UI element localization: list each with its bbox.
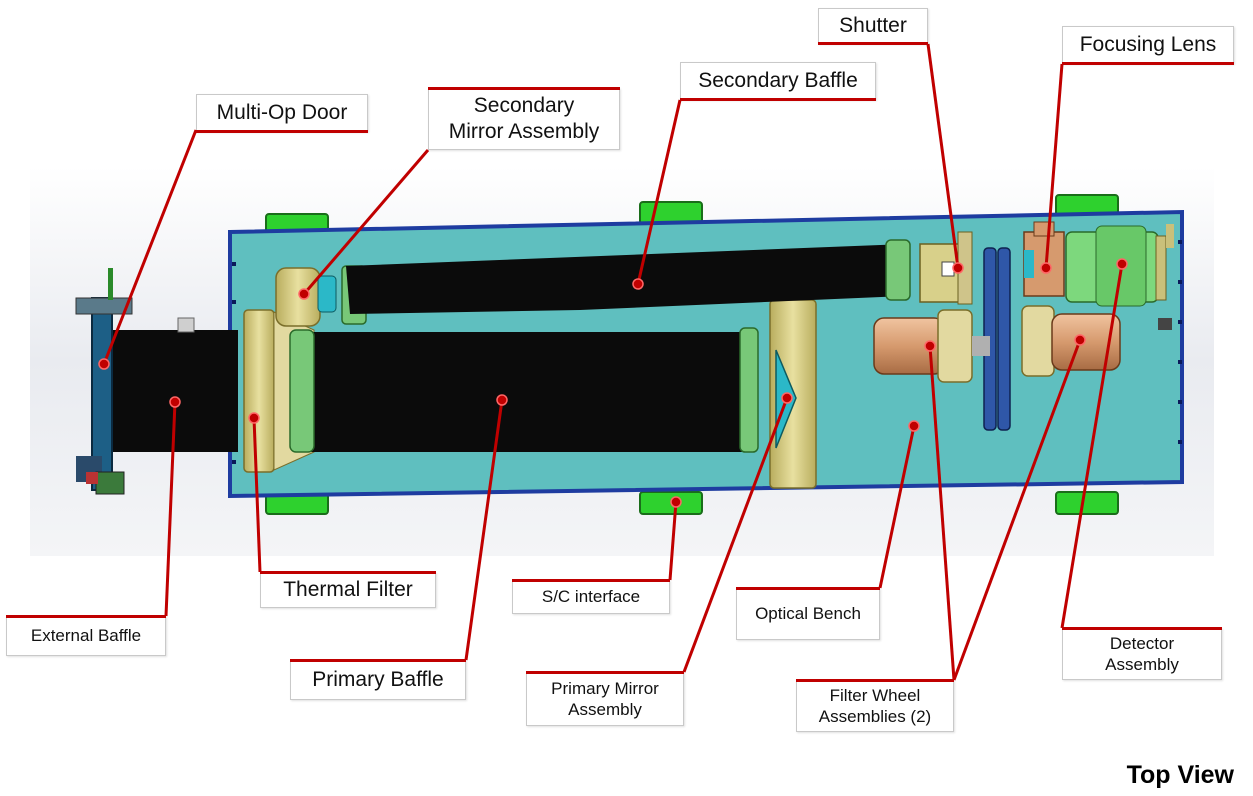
leader-line-secondary-baffle [636, 99, 682, 285]
detector-assembly [1065, 224, 1174, 330]
leader-dot-secondary-baffle [632, 278, 644, 290]
mounting-pad [1055, 491, 1119, 515]
multi-op-door [75, 268, 133, 495]
filter-wheels [983, 247, 1011, 431]
callout-external-baffle: External Baffle [6, 615, 166, 656]
leader-dot-external-baffle [169, 396, 181, 408]
callout-secondary-baffle: Secondary Baffle [680, 62, 876, 101]
view-title: Top View [1126, 761, 1234, 789]
primary-mirror-assembly [769, 299, 817, 489]
leader-line-detector-assembly [1060, 263, 1124, 629]
thermal-filter [243, 309, 275, 473]
callout-focusing-lens: Focusing Lens [1062, 26, 1234, 65]
leader-line-shutter [926, 43, 960, 269]
leader-line-filter-wheel-assemblies [952, 339, 1082, 681]
leader-line-filter-wheel-assemblies [928, 345, 956, 681]
leader-line-sc-interface [668, 501, 678, 581]
callout-sc-interface: S/C interface [512, 579, 670, 614]
callout-primary-mirror-assembly: Primary Mirror Assembly [526, 671, 684, 726]
leader-dot-filter-wheel-assemblies [1074, 334, 1086, 346]
shutter [919, 231, 973, 305]
leader-dot-multi-op-door [98, 358, 110, 370]
leader-dot-filter-wheel-assemblies [924, 340, 936, 352]
primary-baffle [306, 332, 752, 452]
leader-dot-optical-bench [908, 420, 920, 432]
leader-line-primary-mirror-assembly [682, 397, 789, 673]
leader-line-external-baffle [164, 401, 177, 617]
callout-detector-assembly: Detector Assembly [1062, 627, 1222, 680]
leader-line-primary-baffle [464, 399, 504, 661]
callout-secondary-mirror-assembly: Secondary Mirror Assembly [428, 87, 620, 150]
callout-optical-bench: Optical Bench [736, 587, 880, 640]
focusing-lens [1023, 221, 1065, 297]
leader-dot-secondary-mirror-assembly [298, 288, 310, 300]
leader-line-thermal-filter [252, 417, 262, 573]
callout-filter-wheel-assemblies: Filter Wheel Assemblies (2) [796, 679, 954, 732]
leader-dot-primary-mirror-assembly [781, 392, 793, 404]
leader-line-secondary-mirror-assembly [302, 149, 430, 295]
leader-dot-shutter [952, 262, 964, 274]
callout-multi-op-door: Multi-Op Door [196, 94, 368, 133]
leader-dot-primary-baffle [496, 394, 508, 406]
leader-line-optical-bench [878, 425, 916, 589]
callout-primary-baffle: Primary Baffle [290, 659, 466, 700]
callout-shutter: Shutter [818, 8, 928, 45]
leader-line-focusing-lens [1044, 63, 1064, 269]
leader-line-multi-op-door [102, 129, 198, 365]
leader-dot-sc-interface [670, 496, 682, 508]
secondary-baffle [346, 244, 906, 314]
leader-dot-thermal-filter [248, 412, 260, 424]
filter-wheel-assemblies [873, 305, 1121, 383]
leader-dot-detector-assembly [1116, 258, 1128, 270]
callout-thermal-filter: Thermal Filter [260, 571, 436, 608]
leader-dot-focusing-lens [1040, 262, 1052, 274]
